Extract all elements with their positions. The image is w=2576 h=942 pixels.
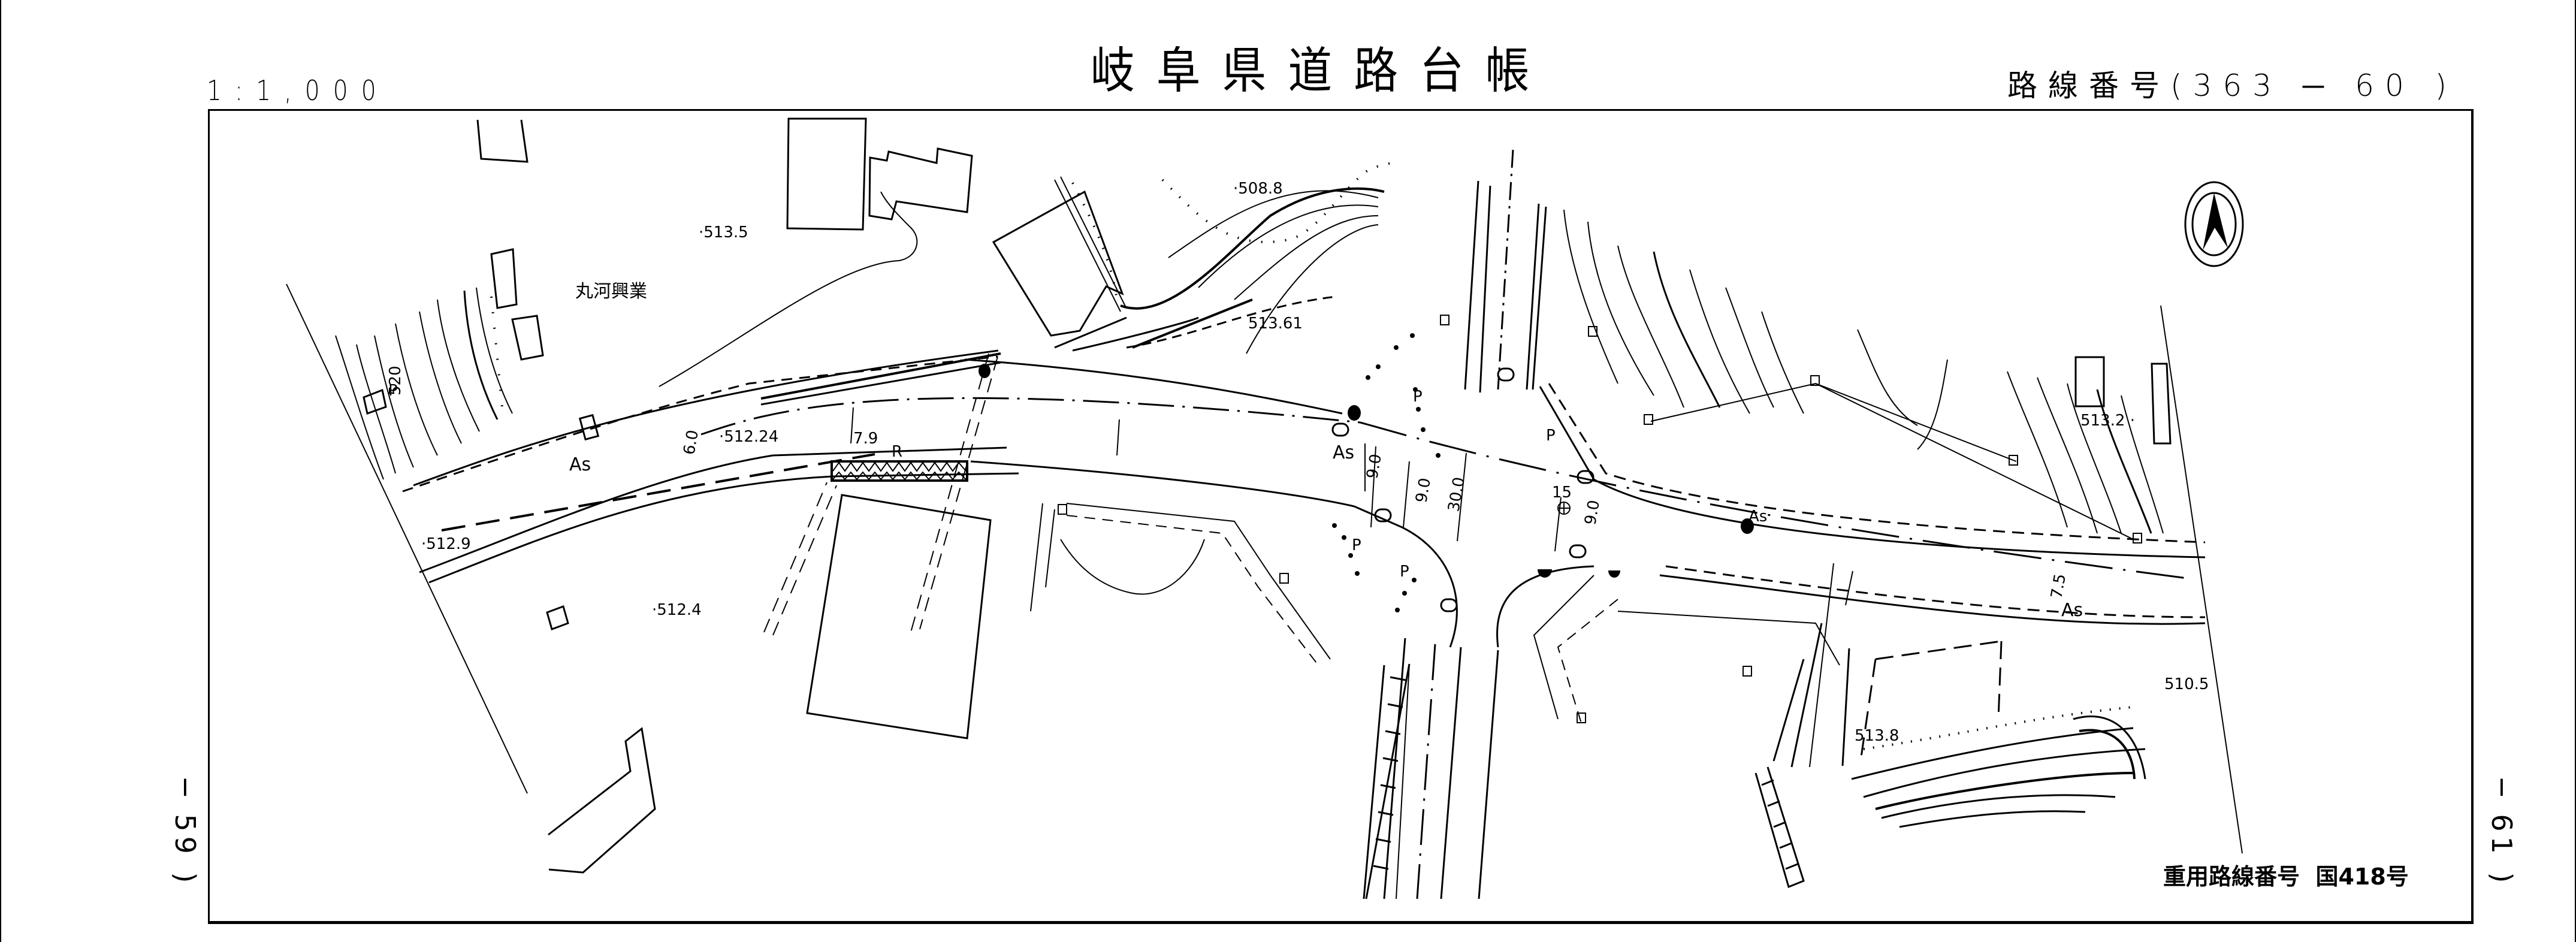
elevation-label: ·508.8 (1233, 180, 1283, 198)
main-road-west (402, 349, 1361, 584)
elevation-label: ·513.5 (699, 224, 748, 241)
dimension-label: 15 (1552, 484, 1572, 502)
map-labels: 丸河興業 ·513.5 ·512.24 ·512.9 ·512.4 ·508.8… (386, 180, 2209, 745)
dirt-road (659, 191, 918, 387)
bridge-label: R (892, 443, 902, 461)
stream-bank (760, 295, 1337, 406)
p-mark: P (388, 382, 398, 400)
p-mark: P (1413, 388, 1423, 406)
surface-label-as: As (1333, 442, 1354, 463)
contour-lines-west (335, 287, 513, 480)
elevation-label: 513.2 · (2080, 412, 2135, 430)
dimension-label: 6.0 (680, 428, 702, 456)
bridge-symbol (831, 460, 968, 482)
page-title: 岐阜県道路台帳 (1091, 43, 1551, 99)
dimension-label: 9.0 (1581, 499, 1603, 526)
elevation-label: ·512.4 (652, 601, 702, 619)
p-mark: P (1546, 427, 1556, 445)
stream-north (1054, 161, 1397, 354)
dimension-label: 7.5 (2047, 572, 2070, 600)
southeast-lot (1841, 640, 2146, 828)
dimension-label: 30.0 (1445, 476, 1469, 513)
dimension-label: 7.9 (853, 430, 878, 448)
dimension-label: 9.0 (1363, 452, 1385, 480)
elevation-label: 510.5 (2164, 675, 2209, 693)
north-arrow-icon (2184, 181, 2244, 267)
place-label-company: 丸河興業 (575, 281, 647, 302)
access-roads (763, 353, 998, 636)
p-mark: P (1352, 536, 1361, 554)
heavy-route-number: 重用路線番号 国418号 (2163, 864, 2409, 890)
curb-dots (1332, 333, 1440, 612)
field-boundaries-east (1650, 382, 2134, 540)
adjacent-sheet-left[interactable]: ─ 59 ) (169, 779, 201, 888)
inlet-boxes (1058, 315, 2142, 723)
page-left-edge (0, 0, 1, 942)
elevation-label: 513.61 (1248, 315, 1303, 333)
retaining-wall (1363, 665, 1406, 899)
dimension-lines (850, 407, 1853, 606)
southeast-quadrant (1533, 563, 1840, 768)
surface-label-as: As (1748, 508, 1767, 526)
boundary-lines (286, 283, 2243, 854)
south-road (1365, 638, 1499, 899)
route-number: 路線番号(363 ─ 60 ) (2007, 68, 2458, 103)
elevation-label: ·512.9 (421, 535, 471, 553)
crosswalk-markers (1331, 367, 1594, 612)
surface-label-as: As (2061, 600, 2083, 621)
adjacent-sheet-right[interactable]: ─ 61 ) (2486, 779, 2518, 888)
dimension-label: 9.0 (1412, 476, 1435, 504)
buildings (476, 117, 2172, 874)
southwest-quadrant (1030, 503, 1331, 666)
page-right-edge (2575, 0, 2576, 942)
north-road (1464, 149, 1547, 393)
contour-label: 520 (386, 366, 404, 395)
elevation-label: ·512.24 (719, 428, 778, 446)
retaining-wall-se (1754, 623, 1823, 889)
utility-markers (979, 364, 1754, 578)
elevation-label: 513.8 (1855, 727, 1899, 745)
main-road-east (1354, 383, 2206, 648)
contour-lines-east (1563, 209, 2164, 534)
p-mark: P (1400, 563, 1409, 581)
map-scale: 1:1,000 (207, 74, 389, 107)
surface-label-as: As (569, 454, 591, 475)
